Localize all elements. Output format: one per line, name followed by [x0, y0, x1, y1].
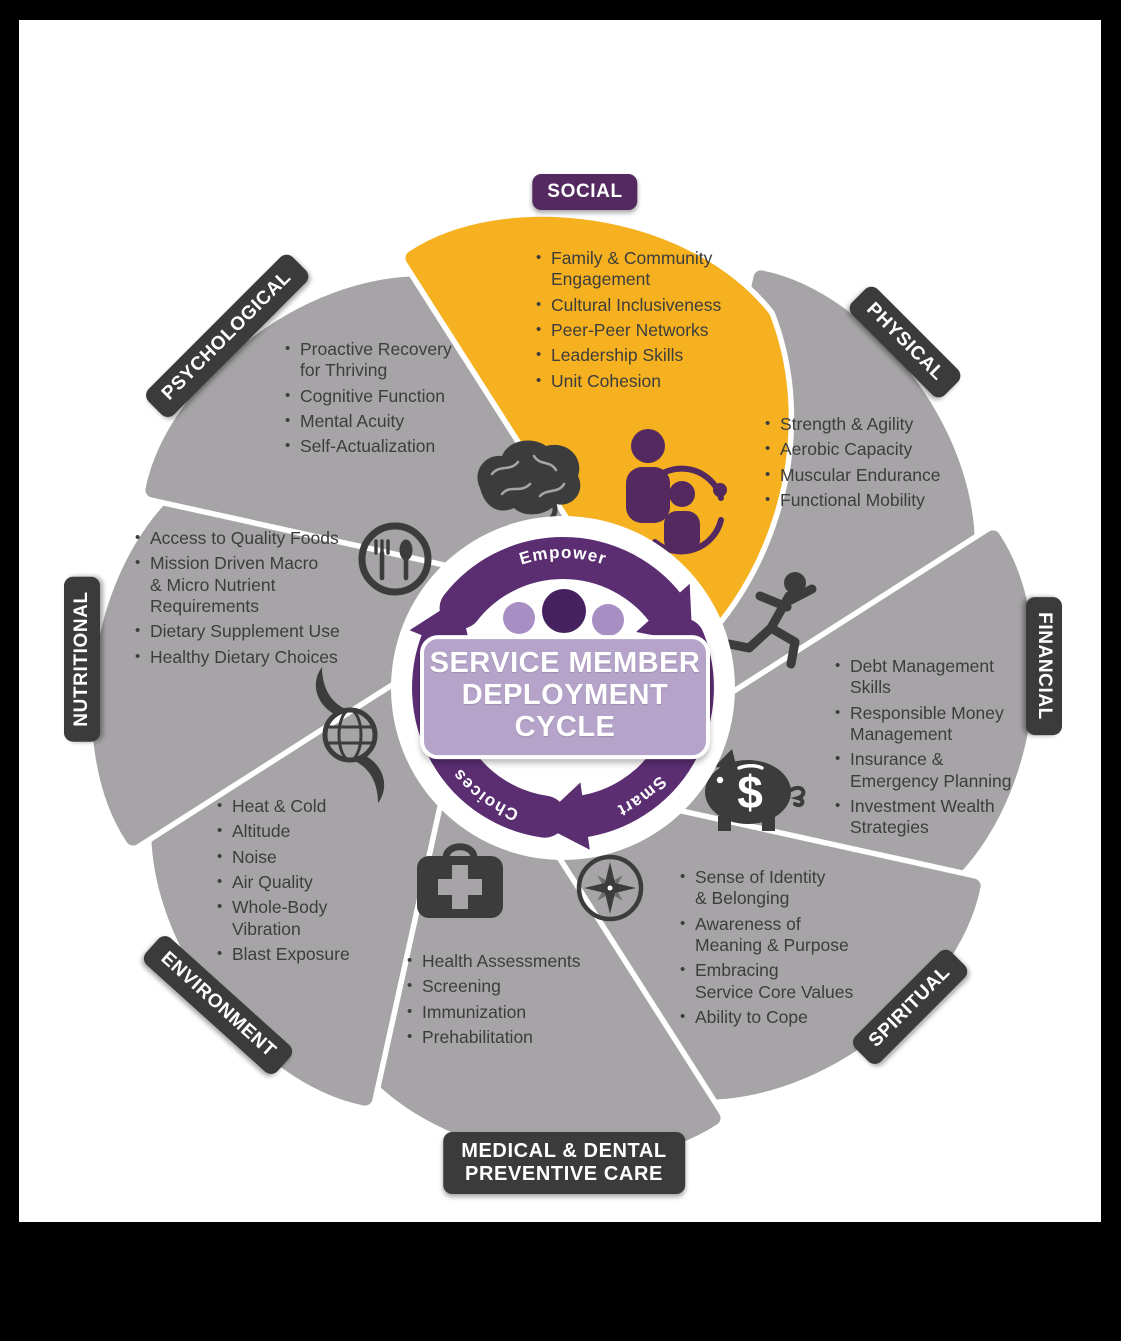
bullet-item: Functional Mobility: [763, 490, 968, 511]
medical-bullet-list: Health AssessmentsScreeningImmunizationP…: [405, 951, 605, 1052]
bullet-item: Muscular Endurance: [763, 465, 968, 486]
medical-chip-line-1: MEDICAL & DENTAL: [461, 1140, 667, 1162]
bullet-item: Mental Acuity: [283, 411, 478, 432]
medical-chip-line-2: PREVENTIVE CARE: [465, 1163, 663, 1185]
section-label-nutritional: NUTRITIONAL: [64, 576, 100, 742]
bullet-item: Mission Driven Macro & Micro Nutrient Re…: [133, 553, 348, 617]
title-line-2: DEPLOYMENT CYCLE: [461, 679, 669, 743]
bullet-item: Awareness of Meaning & Purpose: [678, 914, 863, 957]
bullet-item: Embracing Service Core Values: [678, 960, 863, 1003]
title-line-1: SERVICE MEMBER: [429, 647, 701, 680]
bullet-item: Strength & Agility: [763, 414, 968, 435]
bullet-item: Responsible Money Management: [833, 703, 1028, 746]
bullet-item: Sense of Identity & Belonging: [678, 867, 863, 910]
bullet-item: Self-Actualization: [283, 436, 478, 457]
bullet-item: Altitude: [215, 821, 390, 842]
section-label-medical: MEDICAL & DENTAL PREVENTIVE CARE: [443, 1132, 685, 1194]
hurricane-globe-icon: [315, 667, 385, 803]
bullet-item: Family & Community Engagement: [534, 248, 739, 291]
bullet-item: Noise: [215, 847, 390, 868]
environment-bullet-list: Heat & ColdAltitudeNoiseAir QualityWhole…: [215, 796, 390, 969]
bullet-item: Proactive Recovery for Thriving: [283, 339, 478, 382]
nutritional-bullet-list: Access to Quality FoodsMission Driven Ma…: [133, 528, 348, 672]
bullet-item: Aerobic Capacity: [763, 439, 968, 460]
bullet-item: Cultural Inclusiveness: [534, 295, 739, 316]
bullet-item: Healthy Dietary Choices: [133, 647, 348, 668]
title-banner: SERVICE MEMBER DEPLOYMENT CYCLE: [420, 635, 710, 759]
bullet-item: Screening: [405, 976, 605, 997]
bullet-item: Leadership Skills: [534, 345, 739, 366]
fork-spoon-icon: [358, 522, 432, 596]
bullet-item: Heat & Cold: [215, 796, 390, 817]
medical-bag-icon: [417, 843, 503, 918]
compass-icon: [576, 854, 644, 922]
social-bullet-list: Family & Community EngagementCultural In…: [534, 248, 739, 396]
bullet-item: Peer-Peer Networks: [534, 320, 739, 341]
bullet-item: Investment Wealth Strategies: [833, 796, 1028, 839]
bullet-item: Unit Cohesion: [534, 371, 739, 392]
psychological-bullet-list: Proactive Recovery for ThrivingCognitive…: [283, 339, 478, 462]
bullet-item: Whole-Body Vibration: [215, 897, 390, 940]
bullet-item: Dietary Supplement Use: [133, 621, 348, 642]
bullet-item: Blast Exposure: [215, 944, 390, 965]
physical-bullet-list: Strength & AgilityAerobic CapacityMuscul…: [763, 414, 968, 515]
bullet-item: Prehabilitation: [405, 1027, 605, 1048]
bullet-item: Debt Management Skills: [833, 656, 1028, 699]
people-network-icon: [626, 429, 727, 555]
runner-icon: [724, 572, 817, 669]
bullet-item: Ability to Cope: [678, 1007, 863, 1028]
bullet-item: Cognitive Function: [283, 386, 478, 407]
section-label-financial: FINANCIAL: [1026, 597, 1062, 735]
section-label-social: SOCIAL: [532, 174, 638, 210]
bullet-item: Immunization: [405, 1002, 605, 1023]
piggy-bank-icon: $: [705, 749, 806, 831]
dollar-glyph: $: [737, 766, 763, 818]
bullet-item: Insurance & Emergency Planning: [833, 749, 1028, 792]
financial-bullet-list: Debt Management SkillsResponsible Money …: [833, 656, 1028, 843]
spiritual-bullet-list: Sense of Identity & BelongingAwareness o…: [678, 867, 863, 1032]
bullet-item: Access to Quality Foods: [133, 528, 348, 549]
bullet-item: Health Assessments: [405, 951, 605, 972]
bullet-item: Air Quality: [215, 872, 390, 893]
